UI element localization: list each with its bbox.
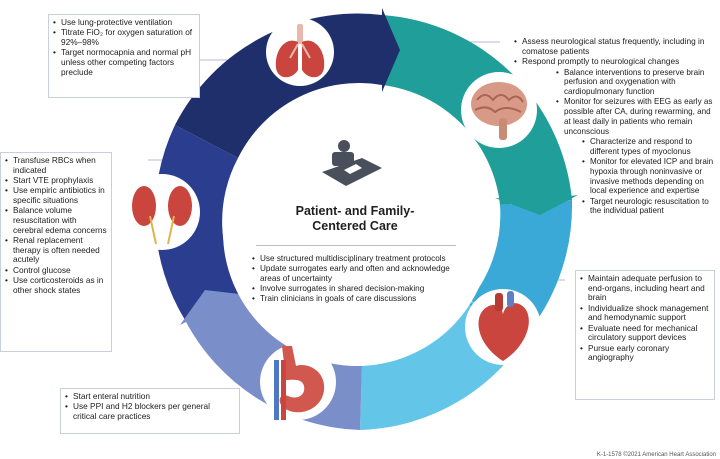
neuro-list: Assess neurological status frequently, i… xyxy=(514,36,716,67)
kidneys-icon xyxy=(124,174,200,250)
copyright-footer: K-1-1578 ©2021 American Heart Associatio… xyxy=(596,452,716,458)
ring-arrowhead xyxy=(495,195,578,215)
heart-icon xyxy=(465,289,541,365)
center-item: Involve surrogates in shared decision-ma… xyxy=(252,284,462,294)
center-title-line: Centered Care xyxy=(312,219,398,233)
gi-list: Start enteral nutrition Use PPI and H2 b… xyxy=(65,391,235,422)
respiratory-panel: Use lung-protective ventilation Titrate … xyxy=(48,14,200,98)
neuro-panel: Assess neurological status frequently, i… xyxy=(510,34,720,262)
renal-panel: Transfuse RBCs when indicated Start VTE … xyxy=(0,152,112,352)
renal-item: Transfuse RBCs when indicated xyxy=(5,155,107,175)
cardiac-list: Maintain adequate perfusion to end-organ… xyxy=(580,273,710,363)
gi-item: Use PPI and H2 blockers per general crit… xyxy=(65,401,235,421)
ring-arrowhead xyxy=(382,8,400,92)
center-item: Update surrogates early and often and ac… xyxy=(252,264,462,283)
renal-item: Balance volume resuscitation with cerebr… xyxy=(5,205,107,235)
neuro-subsublist: Characterize and respond to different ty… xyxy=(582,137,716,216)
respiratory-item: Titrate FiO₂ for oxygen saturation of 92… xyxy=(53,27,195,47)
stomach-icon xyxy=(260,344,336,420)
brain-icon xyxy=(461,72,537,148)
center-item: Use structured multidisciplinary treatme… xyxy=(252,254,462,264)
patient-bed-icon xyxy=(322,140,382,186)
renal-list: Transfuse RBCs when indicated Start VTE … xyxy=(5,155,107,295)
neuro-subsubitem: Monitor for elevated ICP and brain hypox… xyxy=(582,157,716,196)
cardiac-item: Maintain adequate perfusion to end-organ… xyxy=(580,273,710,303)
center-care-list: Use structured multidisciplinary treatme… xyxy=(252,254,462,304)
cardiac-panel: Maintain adequate perfusion to end-organ… xyxy=(575,270,715,400)
neuro-subsubitem: Characterize and respond to different ty… xyxy=(582,137,716,156)
cardiac-item: Individualize shock management and hemod… xyxy=(580,303,710,323)
neuro-item: Assess neurological status frequently, i… xyxy=(514,36,716,56)
respiratory-item: Target normocapnia and normal pH unless … xyxy=(53,47,195,77)
renal-item: Control glucose xyxy=(5,265,107,276)
center-title: Patient- and Family- Centered Care xyxy=(250,204,460,234)
respiratory-item: Use lung-protective ventilation xyxy=(53,17,195,28)
neuro-item: Respond promptly to neurological changes xyxy=(514,56,716,67)
center-divider xyxy=(256,245,456,246)
neuro-subsubitem: Target neurologic resuscitation to the i… xyxy=(582,197,716,216)
cardiac-item: Pursue early coronary angiography xyxy=(580,343,710,363)
cardiac-item: Evaluate need for mechanical circulatory… xyxy=(580,323,710,343)
gi-panel: Start enteral nutrition Use PPI and H2 b… xyxy=(60,388,240,434)
neuro-subitem: Monitor for seizures with EEG as early a… xyxy=(556,97,716,136)
lungs-icon xyxy=(266,18,334,86)
center-item: Train clinicians in goals of care discus… xyxy=(252,294,462,304)
neuro-sublist: Balance interventions to preserve brain … xyxy=(556,68,716,137)
respiratory-list: Use lung-protective ventilation Titrate … xyxy=(53,17,195,77)
neuro-subitem: Balance interventions to preserve brain … xyxy=(556,68,716,97)
renal-item: Start VTE prophylaxis xyxy=(5,175,107,186)
center-title-line: Patient- and Family- xyxy=(295,204,415,218)
renal-item: Use corticosteroids as in other shock st… xyxy=(5,275,107,295)
gi-item: Start enteral nutrition xyxy=(65,391,235,402)
renal-item: Use empiric antibiotics in specific situ… xyxy=(5,185,107,205)
renal-item: Renal replacement therapy is often neede… xyxy=(5,235,107,265)
ring-arrowhead xyxy=(180,290,248,325)
